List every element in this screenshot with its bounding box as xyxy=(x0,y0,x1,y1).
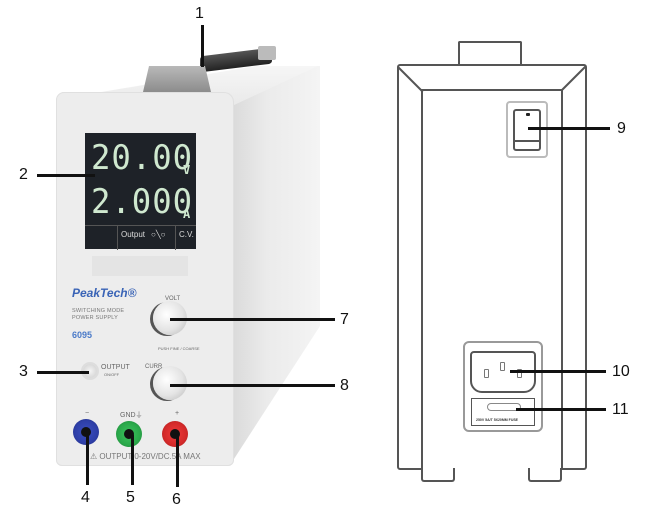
callout-9: 9 xyxy=(617,120,626,137)
callout-line-8 xyxy=(170,384,335,387)
subtitle-line2: POWER SUPPLY xyxy=(72,315,119,321)
output-warning-label: ⚠ OUTPUT 0-20V/DC.5A MAX xyxy=(90,452,201,461)
voltage-unit: V xyxy=(183,163,192,177)
callout-line-10 xyxy=(510,370,606,373)
callout-11: 11 xyxy=(612,401,629,418)
ground-terminal[interactable] xyxy=(116,421,142,447)
callout-line-2 xyxy=(37,174,95,177)
handle-rear-mount xyxy=(258,46,276,60)
callout-10: 10 xyxy=(612,363,630,380)
mode-indicator: C.V. xyxy=(179,230,194,239)
power-switch[interactable] xyxy=(513,109,541,151)
gnd-label: GND⏚ xyxy=(120,412,143,419)
fuse-holder[interactable] xyxy=(471,398,535,426)
callout-line-6 xyxy=(176,435,179,487)
callout-4: 4 xyxy=(81,489,90,506)
output-on-off-button[interactable] xyxy=(83,364,97,378)
ac-pin-earth xyxy=(500,362,505,371)
callout-6: 6 xyxy=(172,491,181,508)
callout-3: 3 xyxy=(19,363,28,380)
rear-foot-left xyxy=(421,468,455,482)
callout-line-4 xyxy=(86,433,89,485)
output-indicator: Output xyxy=(121,230,146,239)
callout-8: 8 xyxy=(340,377,349,394)
callout-1: 1 xyxy=(195,5,204,22)
lcd-display: 20.00 V 2.000 A xyxy=(85,133,196,249)
current-reading: 2.000 xyxy=(91,182,193,222)
ac-pin-right xyxy=(517,369,522,378)
push-label: PUSH FINE / COARSE xyxy=(158,346,200,351)
positive-terminal[interactable] xyxy=(162,421,188,447)
callout-line-7 xyxy=(170,318,335,321)
callout-line-1 xyxy=(201,25,204,67)
current-unit: A xyxy=(183,207,192,221)
rear-handle-outline xyxy=(458,41,522,67)
rear-foot-right xyxy=(528,468,562,482)
current-knob[interactable] xyxy=(153,366,187,400)
display-status-row: Output ○╲○ C.V. xyxy=(85,225,196,250)
callout-2: 2 xyxy=(19,166,28,183)
output-button-label: OUTPUT xyxy=(101,364,130,371)
callout-line-5 xyxy=(131,435,134,485)
power-switch-divider xyxy=(513,140,541,142)
plus-label: + xyxy=(175,410,180,417)
brand-logo: PeakTech® xyxy=(72,286,137,300)
fuse-icon xyxy=(487,403,521,411)
curr-knob-label: CURR xyxy=(145,364,163,370)
callout-line-3 xyxy=(37,371,89,374)
power-switch-dot xyxy=(526,113,530,116)
volt-knob-label: VOLT xyxy=(165,296,181,302)
callout-5: 5 xyxy=(126,489,135,506)
model-number: 6095 xyxy=(72,330,93,340)
subtitle-line1: SWITCHING MODE xyxy=(72,308,125,314)
ac-pin-left xyxy=(484,369,489,378)
voltage-reading: 20.00 xyxy=(91,138,193,178)
output-button-sublabel: ON/OFF xyxy=(104,372,120,377)
callout-7: 7 xyxy=(340,311,349,328)
display-recess xyxy=(92,256,188,276)
callout-line-11 xyxy=(516,408,606,411)
output-switch-icon: ○╲○ xyxy=(151,230,166,239)
carrying-handle[interactable] xyxy=(143,66,211,92)
minus-label: − xyxy=(85,410,90,417)
unit-side-panel xyxy=(232,66,320,462)
callout-line-9 xyxy=(528,127,610,130)
fuse-label: 250V 5A/T 5X20MM FUSE xyxy=(476,418,519,422)
